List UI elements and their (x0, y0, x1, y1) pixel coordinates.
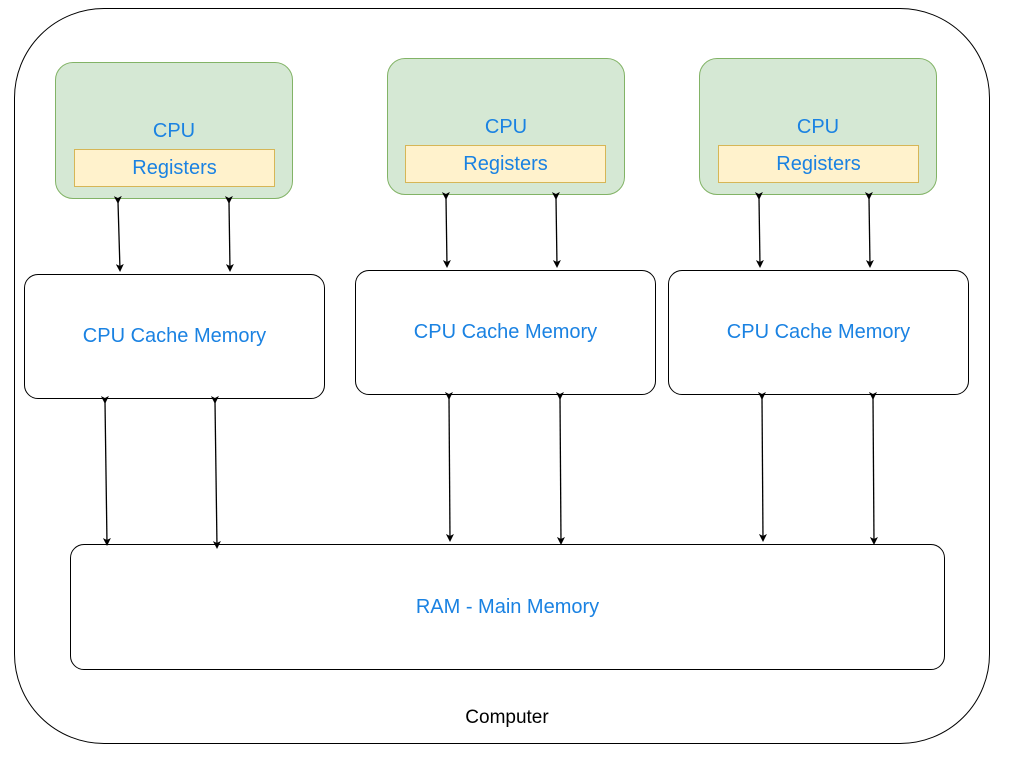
arrow-cache2-ram-b (555, 391, 565, 545)
arrow-cache2-ram-a (444, 391, 454, 542)
cpu-label-1: CPU (152, 120, 196, 142)
arrow-cpu1-cache1-a (113, 195, 124, 272)
arrow-cpu2-cache2-b (551, 191, 561, 268)
arrow-cpu3-cache3-a (754, 191, 764, 268)
arrow-cache3-ram-b (868, 391, 878, 545)
cache-box-1: CPU Cache Memory (24, 274, 325, 399)
cpu-label-3: CPU (796, 116, 840, 138)
computer-label: Computer (465, 707, 549, 728)
arrow-cache3-ram-a (757, 391, 767, 542)
cpu-box-3: CPU Registers (699, 58, 937, 195)
arrow-cpu2-cache2-a (441, 191, 451, 268)
registers-box-2: Registers (405, 145, 606, 183)
ram-box: RAM - Main Memory (70, 544, 945, 670)
registers-box-3: Registers (718, 145, 919, 183)
arrow-cpu3-cache3-b (864, 191, 874, 268)
cache-box-3: CPU Cache Memory (668, 270, 969, 395)
cpu-box-2: CPU Registers (387, 58, 625, 195)
cpu-label-2: CPU (484, 116, 528, 138)
arrow-cpu1-cache1-b (224, 195, 234, 272)
arrow-cache1-ram-a (100, 395, 111, 546)
cpu-box-1: CPU Registers (55, 62, 293, 199)
registers-box-1: Registers (74, 149, 275, 187)
cache-box-2: CPU Cache Memory (355, 270, 656, 395)
arrow-cache1-ram-b (210, 395, 221, 549)
